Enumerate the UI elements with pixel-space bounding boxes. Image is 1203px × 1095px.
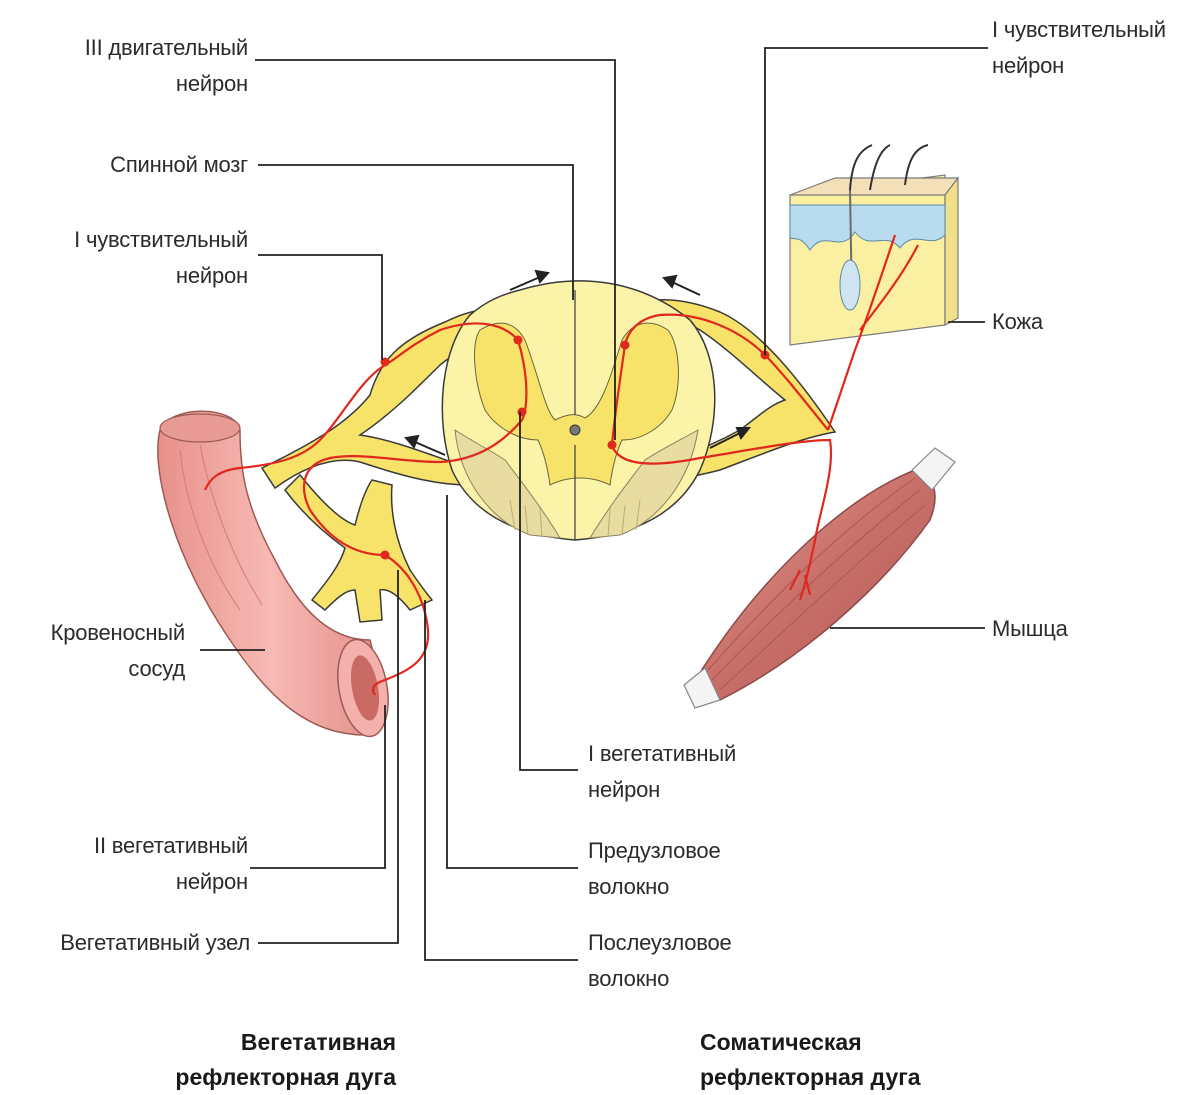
caption-somatic-reflex-arc: Соматическая рефлекторная дуга <box>700 1025 1000 1095</box>
label-autonomic-ganglion: Вегетативный узел <box>0 925 250 961</box>
label-blood-vessel: Кровеносный сосуд <box>0 615 185 687</box>
label-autonomic-neuron-1: I вегетативный нейрон <box>588 736 808 808</box>
label-postganglionic-fiber: Послеузловое волокно <box>588 925 808 997</box>
label-motor-neuron-3: III двигательный нейрон <box>20 30 248 102</box>
muscle <box>684 448 955 708</box>
label-sensory-neuron-1-left: I чувствительный нейрон <box>20 222 248 294</box>
caption-autonomic-reflex-arc: Вегетативная рефлекторная дуга <box>100 1025 396 1095</box>
label-preganglionic-fiber: Предузловое волокно <box>588 833 808 905</box>
skin-block <box>790 145 958 345</box>
spinal-cord <box>442 281 714 540</box>
label-autonomic-neuron-2: II вегетативный нейрон <box>20 828 248 900</box>
label-sensory-neuron-1-right: I чувствительный нейрон <box>992 12 1202 84</box>
label-skin: Кожа <box>992 304 1112 340</box>
label-spinal-cord: Спинной мозг <box>20 147 248 183</box>
label-muscle: Мышца <box>992 611 1112 647</box>
